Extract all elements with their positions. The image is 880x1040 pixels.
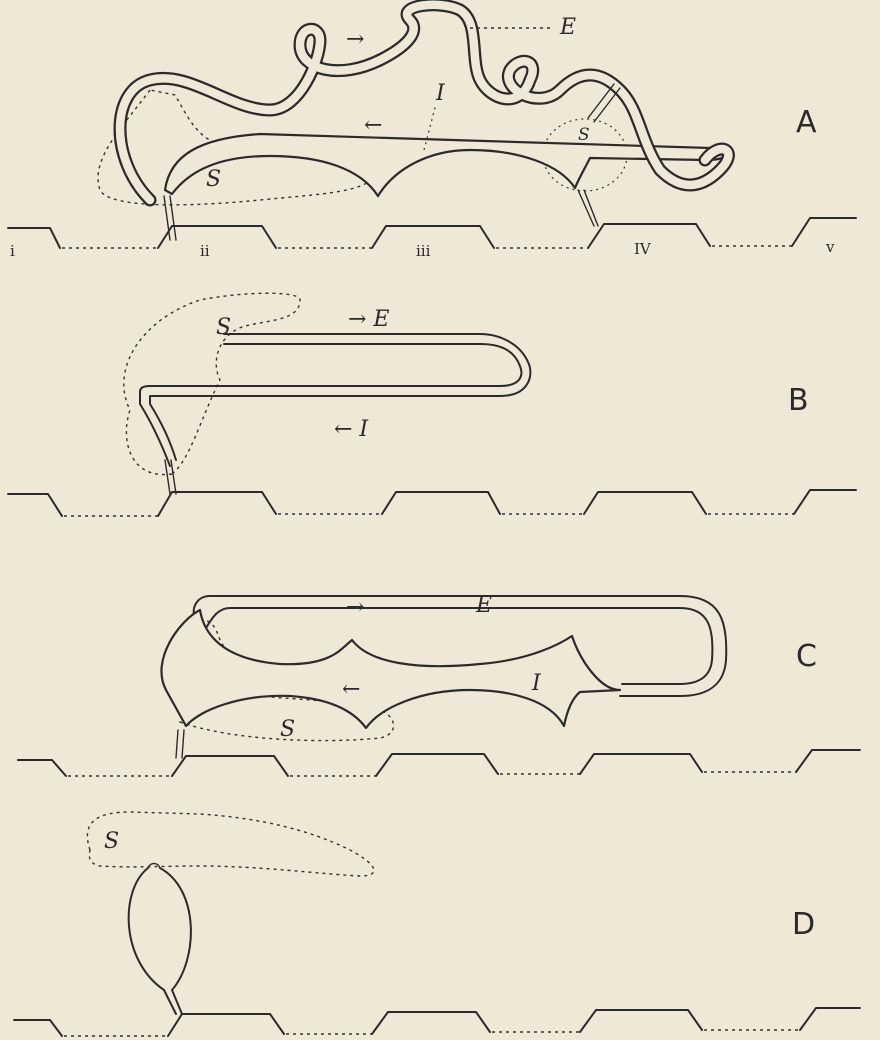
- segment-label-iii: iii: [416, 242, 431, 260]
- outline-s-b: [124, 293, 300, 474]
- segment-wall-d-2: [168, 1014, 284, 1036]
- label-i-b: ← I: [334, 417, 369, 442]
- segment-wall-b-1: [8, 494, 62, 516]
- segment-wall-c-4: [580, 754, 702, 774]
- segment-wall-c-1: [18, 760, 66, 776]
- segment-label-iv: IV: [634, 240, 652, 258]
- intestine-i-c: [161, 610, 620, 728]
- stalk-a-left: [164, 196, 176, 240]
- segment-wall-a: [8, 228, 60, 248]
- panel-b: S → E ← I B: [8, 293, 856, 516]
- label-s-b: S: [216, 315, 231, 340]
- panel-letter-a: A: [796, 105, 817, 140]
- spindle-d: [129, 868, 191, 1014]
- label-e-b: → E: [348, 307, 390, 332]
- panel-letter-d: D: [792, 907, 815, 942]
- stalk-a-right: [578, 190, 598, 226]
- segment-wall-a-raise-5: [792, 218, 856, 246]
- segment-wall-b-5: [794, 490, 856, 514]
- label-e-a: E: [559, 15, 576, 40]
- label-i-a: I: [435, 81, 446, 106]
- panel-d: S D: [14, 812, 860, 1036]
- arrow-right-c: →: [346, 595, 364, 620]
- panel-letter-c: C: [796, 639, 817, 674]
- arrow-right-a: →: [346, 27, 364, 52]
- label-s-d: S: [104, 829, 119, 854]
- segment-wall-d-5: [800, 1008, 860, 1030]
- label-e-c: E: [475, 593, 492, 618]
- segment-wall-d-1: [14, 1020, 62, 1036]
- label-s-a-left: S: [206, 167, 221, 192]
- segment-wall-d-3: [372, 1012, 490, 1034]
- tube-b-outer: [140, 344, 521, 466]
- segment-wall-b-4: [584, 492, 706, 514]
- segment-wall-d-4: [580, 1010, 702, 1032]
- label-i-c: I: [531, 671, 542, 696]
- segment-wall-b-2: [158, 492, 276, 516]
- segment-label-v: v: [825, 238, 835, 256]
- segment-label-ii: ii: [200, 242, 210, 260]
- segment-wall-c-2: [172, 756, 288, 776]
- stalk-c: [176, 730, 184, 758]
- segment-label-i: i: [10, 242, 15, 260]
- panel-letter-b: B: [788, 383, 809, 418]
- label-s-c: S: [280, 717, 295, 742]
- segment-wall-c-3: [376, 754, 498, 776]
- segment-wall-a-raise-3: [372, 226, 494, 248]
- label-s-a-right: S: [578, 125, 590, 145]
- arrow-left-c: ←: [342, 677, 360, 702]
- segment-wall-b-3: [382, 492, 500, 514]
- panel-c: → E ← I S C: [18, 593, 860, 776]
- arrow-left-a: ←: [364, 113, 382, 138]
- segment-wall-c-5: [796, 750, 860, 772]
- panel-a: i ii iii IV v → E I ← S S A: [8, 5, 856, 260]
- outline-s-d: [87, 812, 374, 876]
